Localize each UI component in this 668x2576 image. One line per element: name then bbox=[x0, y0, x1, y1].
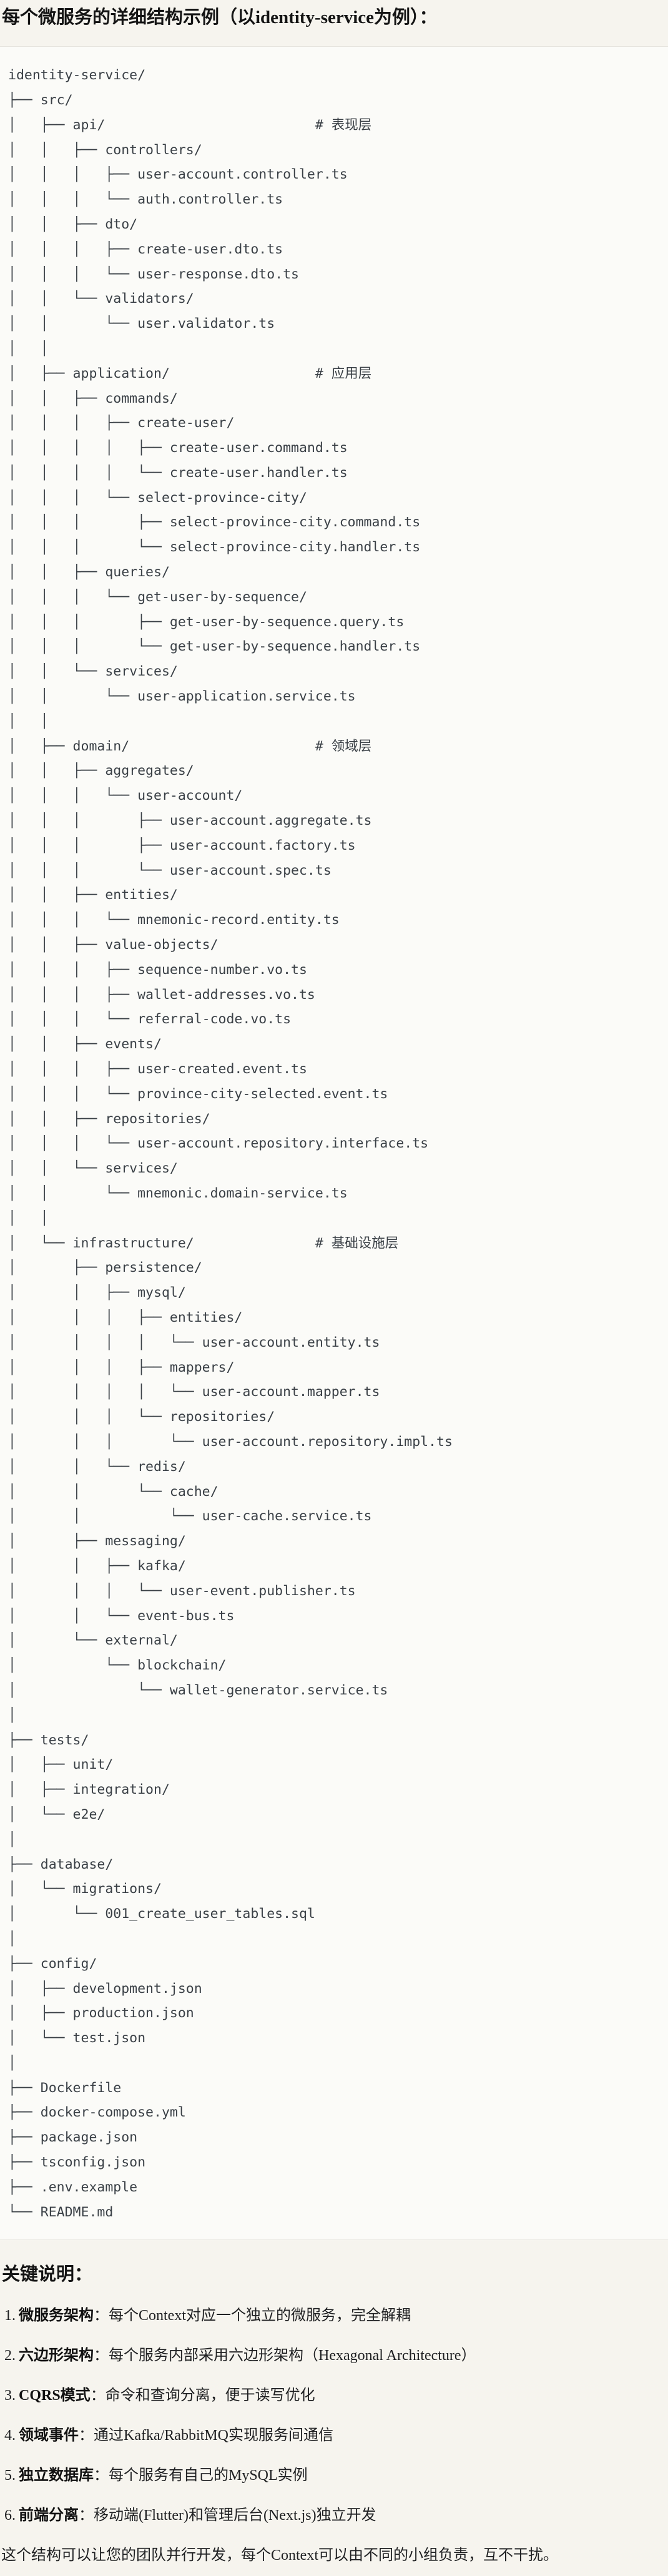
note-text: ：命令和查询分离，便于读写优化 bbox=[90, 2387, 315, 2404]
notes-heading: 关键说明： bbox=[2, 2264, 93, 2285]
note-label: 六边形架构 bbox=[19, 2347, 94, 2364]
note-number: 1. bbox=[4, 2308, 16, 2324]
note-item-microservice: 1.微服务架构：每个Context对应一个独立的微服务，完全解耦 bbox=[4, 2306, 667, 2326]
note-number: 3. bbox=[4, 2387, 16, 2404]
directory-tree: identity-service/ ├── src/ │ ├── api/ # … bbox=[8, 67, 453, 2220]
note-text: ：移动端(Flutter)和管理后台(Next.js)独立开发 bbox=[79, 2507, 376, 2524]
note-item-domain-events: 4.领域事件：通过Kafka/RabbitMQ实现服务间通信 bbox=[4, 2426, 667, 2446]
note-item-frontend: 6.前端分离：移动端(Flutter)和管理后台(Next.js)独立开发 bbox=[4, 2505, 667, 2525]
note-number: 4. bbox=[4, 2427, 16, 2444]
note-label: 微服务架构 bbox=[19, 2308, 94, 2324]
document: 每个微服务的详细结构示例（以identity-service为例）： ident… bbox=[0, 6, 668, 2565]
notes-list: 1.微服务架构：每个Context对应一个独立的微服务，完全解耦 2.六边形架构… bbox=[1, 2306, 667, 2525]
note-label: 领域事件 bbox=[19, 2427, 79, 2444]
code-block: identity-service/ ├── src/ │ ├── api/ # … bbox=[0, 46, 668, 2241]
note-item-cqrs: 3.CQRS模式：命令和查询分离，便于读写优化 bbox=[4, 2386, 667, 2406]
note-label: CQRS模式 bbox=[19, 2387, 91, 2404]
note-text: ：每个服务内部采用六边形架构（Hexagonal Architecture） bbox=[94, 2347, 476, 2364]
note-text: ：通过Kafka/RabbitMQ实现服务间通信 bbox=[79, 2427, 333, 2444]
notes-section: 关键说明： 1.微服务架构：每个Context对应一个独立的微服务，完全解耦 2… bbox=[1, 2263, 667, 2565]
page-title: 每个微服务的详细结构示例（以identity-service为例）： bbox=[2, 7, 438, 27]
note-item-hexagonal: 2.六边形架构：每个服务内部采用六边形架构（Hexagonal Architec… bbox=[4, 2346, 667, 2366]
closing-note: 这个结构可以让您的团队并行开发，每个Context可以由不同的小组负责，互不干扰… bbox=[1, 2547, 558, 2564]
note-number: 2. bbox=[4, 2347, 16, 2364]
note-item-database: 5.独立数据库：每个服务有自己的MySQL实例 bbox=[4, 2465, 667, 2485]
note-number: 6. bbox=[4, 2507, 16, 2524]
note-number: 5. bbox=[4, 2467, 16, 2484]
note-text: ：每个Context对应一个独立的微服务，完全解耦 bbox=[94, 2308, 411, 2324]
note-label: 前端分离 bbox=[19, 2507, 79, 2524]
note-text: ：每个服务有自己的MySQL实例 bbox=[94, 2467, 308, 2484]
note-label: 独立数据库 bbox=[19, 2467, 94, 2484]
